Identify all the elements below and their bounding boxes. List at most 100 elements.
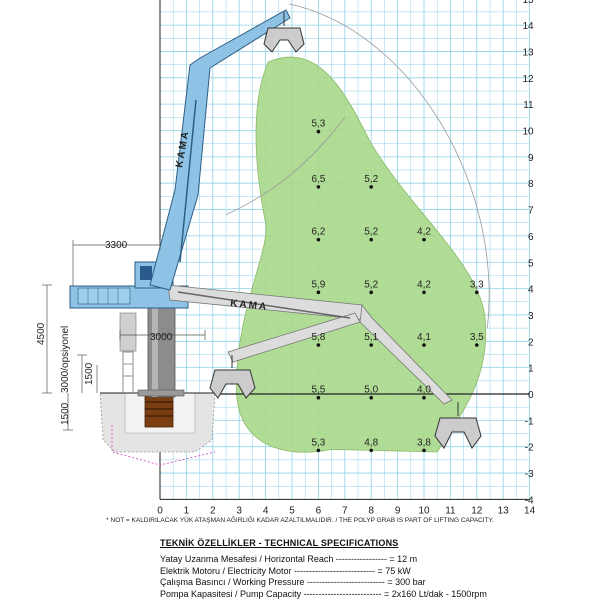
post-rings	[145, 401, 173, 417]
capacity-label: 5,1	[364, 332, 378, 343]
capacity-point	[316, 185, 321, 189]
dim-3000-opsiyonel: 3000/opsiyonel	[60, 326, 71, 393]
y-tick-label: 11	[523, 100, 534, 111]
foundation-post	[144, 394, 174, 428]
spec-value: = 300 bar	[387, 577, 426, 587]
y-tick-label: 7	[528, 206, 534, 217]
y-tick-label: -4	[525, 495, 534, 506]
lower-boom-label: KAMA	[230, 298, 269, 313]
capacity-point	[316, 129, 321, 134]
lower-boom-folded	[227, 312, 361, 363]
capacity-label: 4,2	[417, 227, 431, 238]
x-tick-label: 14	[524, 505, 536, 516]
capacity-point	[369, 237, 374, 242]
dim-4500: 4500	[36, 322, 47, 345]
dim-3300: 3300	[105, 240, 128, 251]
y-tick-label: 0	[528, 390, 534, 401]
x-tick-label: 5	[289, 505, 295, 516]
capacity-label: 5,5	[311, 385, 325, 396]
grab-low	[434, 402, 482, 449]
dim-1500-upper: 1500	[84, 362, 95, 385]
capacity-label: 4,2	[417, 279, 431, 290]
y-tick-label: 1	[528, 364, 534, 375]
capacity-label: 5,2	[364, 174, 378, 185]
dipper-arm	[359, 303, 453, 405]
y-tick-label: 9	[528, 153, 534, 164]
capacity-point	[475, 290, 479, 295]
spec-value: = 12 m	[389, 554, 418, 564]
spec-label: Elektrik Motoru / Electricity Motor ----…	[160, 565, 378, 576]
x-tick-label: 1	[184, 505, 190, 516]
capacity-label: 6,5	[311, 174, 325, 185]
grab-middle	[209, 355, 256, 399]
capacity-label: 4,1	[417, 332, 431, 343]
x-tick-label: 2	[210, 505, 216, 516]
y-tick-label: 10	[522, 127, 534, 138]
x-tick-label: 0	[157, 505, 163, 516]
dimension-lines	[42, 240, 206, 431]
capacity-label: 4,0	[417, 385, 431, 396]
spec-value: = 2x160 Lt/dak - 1500rpm	[384, 588, 487, 599]
x-tick-label: 10	[418, 505, 430, 516]
capacity-point	[369, 185, 374, 189]
x-tick-label: 8	[368, 505, 374, 516]
capacity-point	[316, 290, 321, 295]
capacity-label: 3,3	[470, 279, 484, 290]
rotation-ring	[119, 312, 137, 352]
lower-cylinder	[177, 291, 351, 319]
y-tick-label: -2	[525, 443, 534, 454]
mast-flange	[137, 389, 185, 397]
cab-window	[140, 266, 152, 280]
y-tick-label: 5	[528, 258, 534, 269]
capacity-label: 6,2	[311, 227, 325, 238]
spec-row-electricity-motor: Elektrik Motoru / Electricity Motor ----…	[160, 566, 600, 578]
capacity-label: 5,9	[311, 279, 325, 290]
dim-1500-lower: 1500	[60, 402, 71, 425]
capacity-point	[316, 343, 321, 347]
y-tick-label: 2	[528, 337, 534, 348]
specs-title: TEKNİK ÖZELLİKLER - TECHNICAL SPECIFICAT…	[160, 538, 399, 548]
capacity-point	[422, 448, 426, 453]
capacity-point	[422, 395, 426, 400]
capacity-label: 3,5	[470, 332, 484, 343]
capacity-point	[316, 395, 321, 400]
capacity-point	[316, 448, 321, 453]
capacity-label: 5,0	[364, 385, 378, 396]
housing-grille	[87, 288, 119, 304]
x-tick-label: 13	[498, 505, 510, 516]
x-tick-label: 11	[445, 505, 456, 516]
y-tick-label: 13	[522, 47, 534, 58]
y-tick-label: 3	[528, 311, 534, 322]
capacity-point	[422, 237, 426, 242]
capacity-point	[369, 448, 374, 453]
x-tick-label: 6	[316, 505, 322, 516]
engine-housing	[77, 287, 131, 305]
reach-envelope-outline	[225, 3, 490, 329]
capacity-point	[422, 290, 426, 295]
y-tick-label: 6	[528, 232, 534, 243]
y-tick-label: 4	[528, 285, 534, 296]
grab-top	[263, 12, 305, 53]
capacity-point	[422, 343, 426, 347]
main-boom	[149, 9, 291, 291]
y-tick-label: 8	[528, 179, 534, 190]
y-tick-label: 12	[522, 74, 534, 85]
capacity-label: 5,2	[364, 279, 378, 290]
dimension-outline-magenta	[111, 425, 216, 466]
x-tick-label: 9	[395, 505, 401, 516]
spec-value: = 75 kW	[377, 565, 411, 576]
x-tick-label: 7	[342, 505, 348, 516]
x-tick-label: 3	[236, 505, 242, 516]
x-tick-label: 4	[263, 505, 269, 516]
lifting-note: * NOT = KALDIRILACAK YÜK ATAŞMAN AĞIRLIĞ…	[106, 517, 494, 524]
spec-row-pump-capacity: Pompa Kapasitesi / Pump Capacity -------…	[160, 589, 600, 600]
capacity-label: 5,8	[311, 332, 325, 343]
spec-label: Pompa Kapasitesi / Pump Capacity -------…	[160, 588, 384, 599]
boom-cylinder	[179, 99, 197, 263]
y-tick-label: -1	[525, 416, 534, 427]
mast-highlight	[152, 305, 158, 397]
capacity-label: 5,2	[364, 227, 378, 238]
spec-label: Çalışma Basıncı / Working Pressure -----…	[160, 577, 388, 587]
capacity-point	[369, 343, 374, 347]
